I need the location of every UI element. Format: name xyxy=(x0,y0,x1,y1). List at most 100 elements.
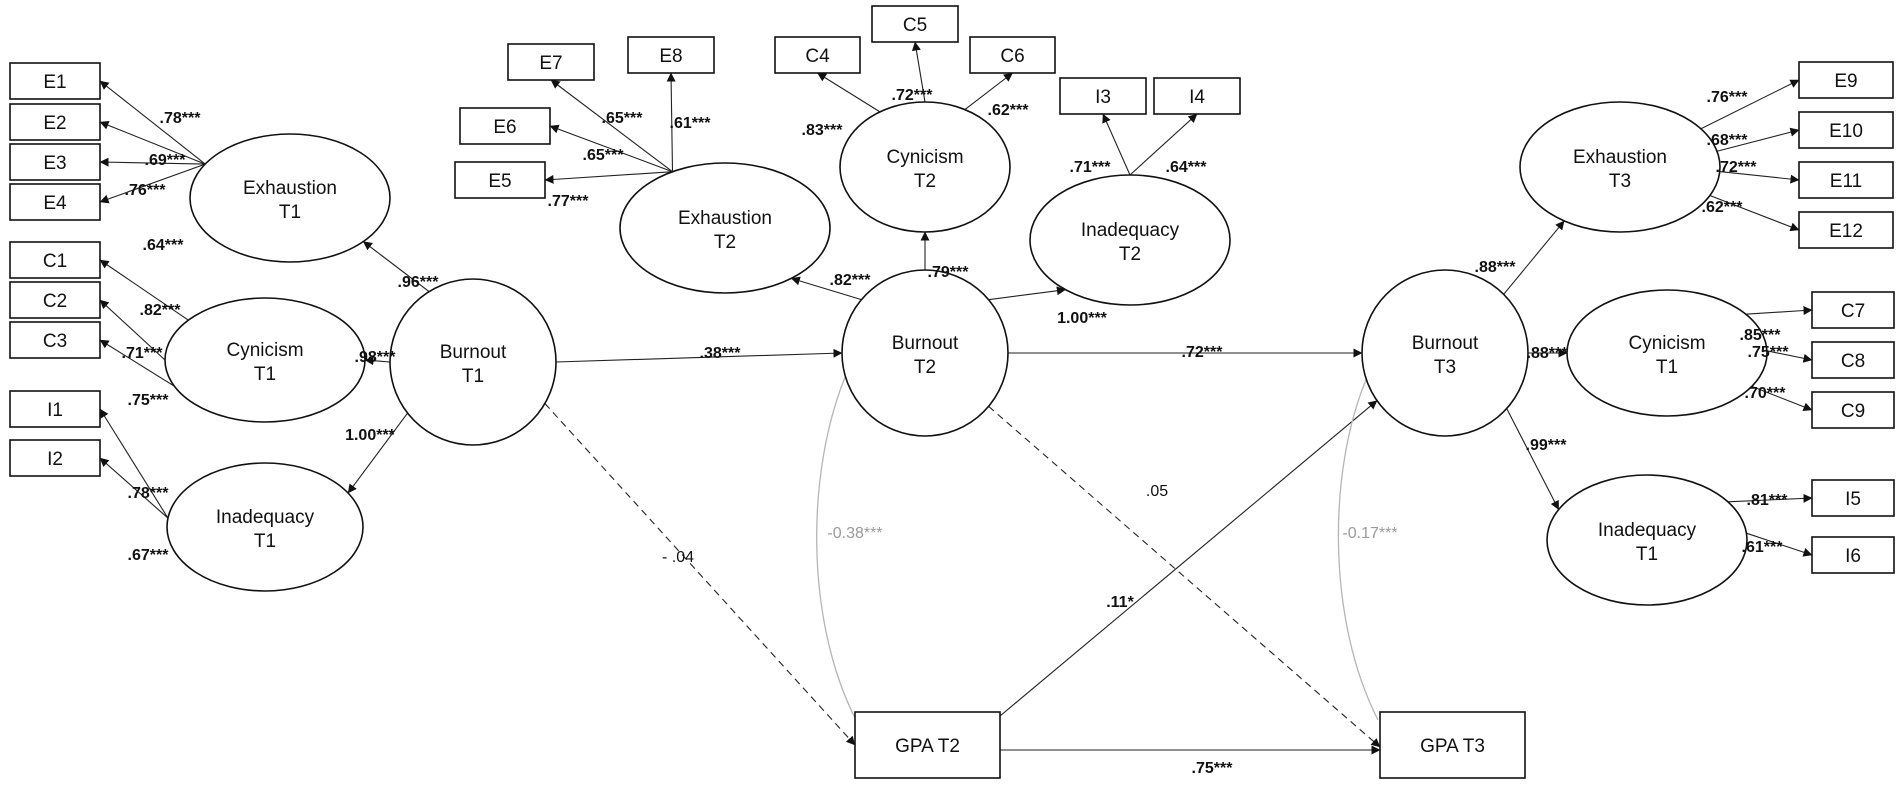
edge-inad-t3-i6 xyxy=(1746,532,1813,557)
loading-e8: .61*** xyxy=(670,115,712,132)
node-label: C1 xyxy=(43,251,67,272)
node-label: I3 xyxy=(1095,87,1111,108)
indicator-box-e9: E9 xyxy=(1798,61,1894,99)
edge-exh-t2-e5 xyxy=(544,171,673,184)
edge-exh-t2-e6 xyxy=(549,124,673,173)
loading-e5: .77*** xyxy=(548,193,590,210)
node-label: E5 xyxy=(488,171,511,192)
node-label-line: T2 xyxy=(914,171,936,192)
loading-inad-t3: .99*** xyxy=(1526,437,1568,454)
node-label: E12 xyxy=(1829,221,1863,242)
edge-exh-t1-e2 xyxy=(99,120,206,165)
node-label: E1 xyxy=(43,72,66,93)
loading-c7: .85*** xyxy=(1740,327,1782,344)
corr-arc-burn-t3-gpa-t3 xyxy=(1337,374,1379,721)
edge-burn-t1-inad-t1 xyxy=(347,412,409,494)
edge-cyn-t2-c4 xyxy=(817,72,881,113)
indicator-box-c4: C4 xyxy=(774,36,861,74)
node-label-line: T1 xyxy=(279,202,301,223)
node-label-line: Burnout xyxy=(1412,333,1479,354)
edge-exh-t1-e3 xyxy=(99,157,206,167)
path-label-b1-gpa2: - .04 xyxy=(662,549,694,566)
loading-c5: .72*** xyxy=(892,87,934,104)
indicator-box-gpa-t3: GPA T3 xyxy=(1379,711,1526,779)
loading-i4: .64*** xyxy=(1166,159,1208,176)
loading-e4: .64*** xyxy=(143,237,185,254)
node-label: E10 xyxy=(1829,121,1863,142)
node-label: C7 xyxy=(1841,301,1865,322)
node-label-line: Burnout xyxy=(892,333,959,354)
node-label-line: Inadequacy xyxy=(1598,520,1697,541)
edge-exh-t1-e1 xyxy=(99,80,206,165)
edge-inad-t3-i5 xyxy=(1727,493,1813,503)
indicator-box-e1: E1 xyxy=(9,62,101,100)
loading-i6: .61*** xyxy=(1742,539,1784,556)
edge-exh-t3-e11 xyxy=(1719,170,1800,184)
path-label-b2-b3: .72*** xyxy=(1182,344,1224,361)
edge-exh-t1-e4 xyxy=(99,163,206,204)
loading-c9: .70*** xyxy=(1745,385,1787,402)
node-label: GPA T2 xyxy=(895,736,960,757)
edge-inad-t1-i1 xyxy=(99,408,169,519)
edge-cyn-t3-c9 xyxy=(1751,385,1813,412)
node-label: I1 xyxy=(47,400,63,421)
edge-burn-t2-inad-t2 xyxy=(988,286,1066,301)
node-label-line: Inadequacy xyxy=(216,507,315,528)
node-label-line: Exhaustion xyxy=(1573,147,1667,168)
indicator-box-gpa-t2: GPA T2 xyxy=(854,711,1001,779)
node-label-line: T1 xyxy=(254,364,276,385)
node-label: I2 xyxy=(47,449,63,470)
edge-burn-t3-inad-t3 xyxy=(1506,408,1560,510)
node-label-line: Inadequacy xyxy=(1081,220,1180,241)
loading-e1: .78*** xyxy=(160,110,202,127)
node-label-line: Cynicism xyxy=(226,340,303,361)
indicator-box-i2: I2 xyxy=(9,439,101,477)
node-label: E11 xyxy=(1830,171,1862,192)
node-label-line: T2 xyxy=(1119,244,1141,265)
indicator-box-c1: C1 xyxy=(9,241,101,279)
node-label: E4 xyxy=(43,193,67,214)
indicator-box-e5: E5 xyxy=(454,161,546,199)
indicator-box-e2: E2 xyxy=(9,103,101,141)
edge-cyn-t2-c5 xyxy=(911,41,926,103)
indicator-box-c3: C3 xyxy=(9,321,101,359)
node-label: C6 xyxy=(1000,46,1024,67)
node-label-line: Cynicism xyxy=(1628,333,1705,354)
indicator-box-e11: E11 xyxy=(1798,161,1894,199)
edge-cyn-t3-c8 xyxy=(1766,350,1813,363)
loading-e6: .65*** xyxy=(583,147,625,164)
corr-label-b3-gpa3: -0.17*** xyxy=(1342,525,1397,542)
edge-cyn-t1-c3 xyxy=(99,339,175,387)
path-label-gpa2-gpa3: .75*** xyxy=(1192,760,1234,777)
node-label: I4 xyxy=(1189,87,1205,108)
loading-i5: .81*** xyxy=(1747,492,1789,509)
node-label: I5 xyxy=(1845,489,1861,510)
node-label: C8 xyxy=(1841,351,1865,372)
node-label-line: Cynicism xyxy=(886,147,963,168)
labels-layer: .78***.69***.76***.64***.82***.71***.75*… xyxy=(122,87,1790,777)
edge-burn-t2-exh-t2 xyxy=(790,276,862,301)
indicator-box-e3: E3 xyxy=(9,143,101,181)
node-label: I6 xyxy=(1845,546,1861,567)
indicator-box-i3: I3 xyxy=(1059,77,1147,115)
loading-c6: .62*** xyxy=(988,102,1030,119)
node-label: E6 xyxy=(493,117,516,138)
loading-i1: .78*** xyxy=(128,485,170,502)
indicator-box-i4: I4 xyxy=(1153,77,1241,115)
edge-exh-t3-e9 xyxy=(1700,79,1800,130)
node-label-line: T1 xyxy=(462,366,484,387)
node-label-line: T2 xyxy=(914,357,936,378)
node-label-line: T2 xyxy=(714,232,736,253)
node-label: C3 xyxy=(43,331,67,352)
loading-e7: .65*** xyxy=(602,110,644,127)
